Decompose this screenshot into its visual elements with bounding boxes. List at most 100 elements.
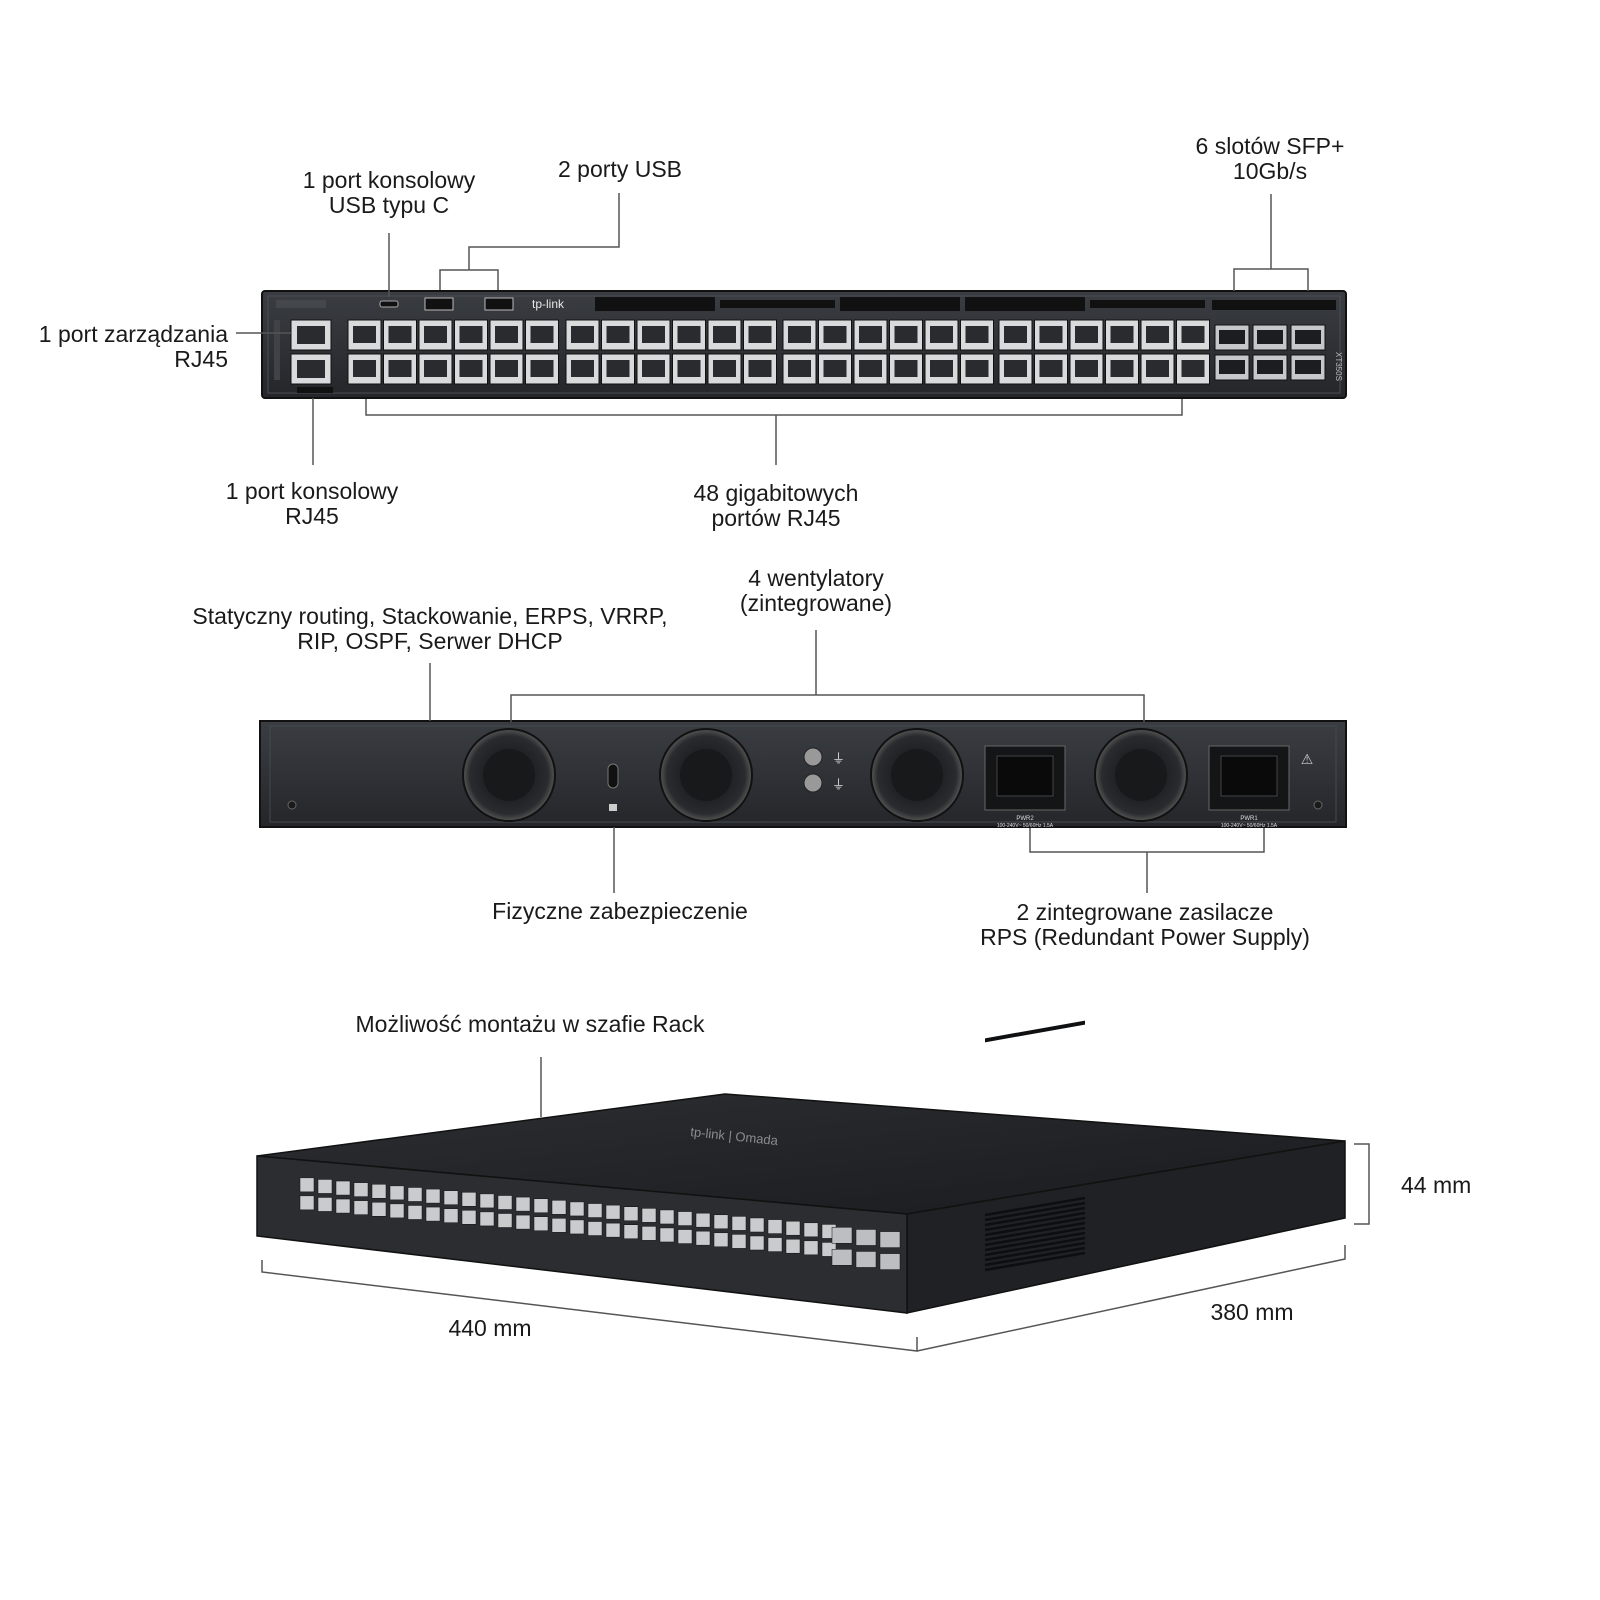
fan-2 <box>659 728 753 822</box>
warning-icon: ⚠ <box>1301 751 1314 767</box>
sfp-slot <box>855 1229 877 1246</box>
vent-slot <box>984 1206 1086 1227</box>
label-fans: 4 wentylatory(zintegrowane) <box>739 565 893 616</box>
power-inlet-pwr2: PWR2 100-240V~ 50/60Hz 1.5A <box>984 745 1066 829</box>
front-logo: tp-link <box>532 297 565 311</box>
rj45-port <box>443 1190 459 1205</box>
rj45-port <box>695 1230 711 1246</box>
rj45-port <box>353 1182 369 1197</box>
rj45-port <box>479 1211 495 1227</box>
rj45-port <box>551 1218 567 1233</box>
vent-slot <box>984 1241 1086 1262</box>
screw <box>1313 800 1323 810</box>
rj45-port <box>425 1188 441 1204</box>
rj45-port <box>335 1180 351 1196</box>
svg-text:⏚: ⏚ <box>832 751 845 766</box>
rj45-port <box>407 1187 423 1202</box>
dimension-lines <box>261 1057 1370 1352</box>
rj45-port <box>623 1206 639 1221</box>
rj45-port <box>425 1206 441 1222</box>
vent-slot <box>984 1251 1086 1272</box>
svg-text:100-240V~ 50/60Hz 1.5A: 100-240V~ 50/60Hz 1.5A <box>997 823 1054 829</box>
led-strip <box>274 300 326 380</box>
label-usb-ports: 2 porty USB <box>558 156 682 182</box>
label-sfp-slots: 6 slotów SFP+10Gb/s <box>1195 133 1345 184</box>
rj45-port <box>479 1193 495 1209</box>
rj45-port <box>497 1213 513 1228</box>
vent-slot <box>984 1196 1086 1217</box>
rj45-port <box>317 1197 333 1212</box>
rj45-port <box>749 1235 765 1251</box>
rj45-port <box>533 1198 549 1213</box>
label-rack-mount: Możliwość montażu w szafie Rack <box>355 1011 705 1037</box>
rj45-port <box>461 1192 477 1207</box>
rear-panel: ⏚ ⏚ PWR2 100-240V~ 50/60Hz 1.5A PWR1 100… <box>259 720 1347 829</box>
rj45-port <box>371 1184 387 1199</box>
rj45-port <box>659 1227 675 1243</box>
rj45-port <box>353 1200 369 1215</box>
rj45-port <box>587 1221 603 1236</box>
rj45-port <box>569 1219 585 1235</box>
svg-text:PWR1: PWR1 <box>1240 816 1258 822</box>
rj45-port <box>767 1219 783 1234</box>
mgmt-rj45-port <box>290 319 332 351</box>
svg-text:⏚: ⏚ <box>832 777 845 792</box>
rj45-port <box>623 1224 639 1239</box>
perspective-port-grid <box>299 1177 901 1270</box>
rj45-port <box>569 1201 585 1217</box>
sfp-slot <box>831 1249 853 1266</box>
sfp-slot-grid <box>1214 324 1326 381</box>
usb-port-2 <box>484 297 514 311</box>
rj45-port <box>785 1238 801 1254</box>
vent-slot <box>984 1221 1086 1242</box>
usb-port-1 <box>424 297 454 311</box>
rj45-port <box>641 1226 657 1241</box>
front-panel: tp-link XT350S <box>261 290 1347 399</box>
rj45-port <box>389 1185 405 1201</box>
label-height: 44 mm <box>1401 1172 1472 1198</box>
rj45-port <box>299 1177 315 1193</box>
rj45-port <box>443 1208 459 1223</box>
rj45-port <box>731 1216 747 1231</box>
rj45-port <box>317 1179 333 1194</box>
rj45-port <box>497 1195 513 1210</box>
rj45-port <box>299 1195 315 1211</box>
screw <box>287 800 297 810</box>
rj45-port <box>713 1232 729 1248</box>
security-lock-slot <box>607 763 619 811</box>
model-label: XT350S <box>1334 352 1343 381</box>
sfp-slot <box>879 1231 901 1248</box>
side-vents <box>985 1020 1085 1043</box>
vent-slot <box>984 1226 1086 1247</box>
rj45-port <box>785 1220 801 1236</box>
vent-slot <box>984 1216 1086 1237</box>
fan-1 <box>462 728 556 822</box>
side-vent-lines <box>984 1196 1086 1272</box>
vent-slot <box>984 1236 1086 1257</box>
rj45-port <box>803 1222 819 1238</box>
front-leader-lines <box>236 193 1309 465</box>
vent-slot <box>984 1201 1086 1222</box>
rear-leader-lines <box>429 630 1265 893</box>
fan-3 <box>870 728 964 822</box>
rj45-port <box>713 1214 729 1230</box>
rj45-port <box>515 1196 531 1212</box>
slot-underline <box>297 387 333 393</box>
rj45-port <box>389 1203 405 1219</box>
rj45-port <box>335 1198 351 1214</box>
ground-terminals: ⏚ ⏚ <box>803 747 845 793</box>
rj45-port <box>371 1202 387 1217</box>
label-features: Statyczny routing, Stackowanie, ERPS, VR… <box>192 603 668 654</box>
label-lock: Fizyczne zabezpieczenie <box>492 898 748 924</box>
rj45-port <box>731 1234 747 1249</box>
rj45-port <box>677 1229 693 1244</box>
rj45-port <box>461 1210 477 1225</box>
rj45-port <box>695 1212 711 1228</box>
vent-slot <box>984 1211 1086 1232</box>
sfp-slot <box>855 1251 877 1268</box>
